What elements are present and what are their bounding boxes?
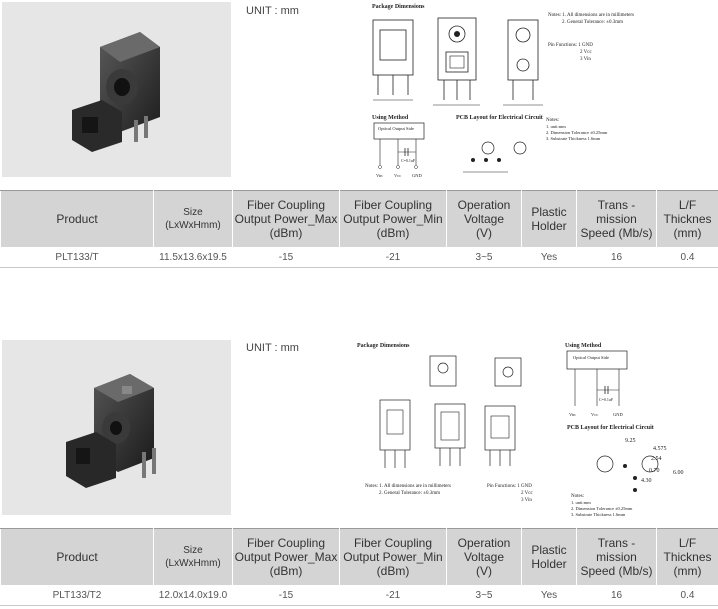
optical-label: Optical Output Side — [573, 355, 609, 360]
package-title: Package Dimensions — [372, 4, 425, 10]
optical-transmitter-image — [72, 32, 160, 152]
cell-speed: 16 — [576, 247, 657, 268]
col-power-max: Fiber Coupling Output Power_Max (dBm) — [232, 190, 340, 248]
pcb-title: PCB Layout for Electrical Circuit — [567, 425, 654, 431]
cell-holder: Yes — [521, 585, 577, 606]
table-row: PLT133/T2 12.0x14.0x19.0 -15 -21 3~5 Yes… — [0, 585, 718, 606]
cell-power-max: -15 — [232, 247, 340, 268]
dim-254: 2.54 — [651, 456, 662, 462]
col-power-max: Fiber Coupling Output Power_Max (dBm) — [232, 528, 340, 586]
col-power-min: Fiber Coupling Output Power_Min (dBm) — [339, 190, 447, 248]
cap-label: C=0.1uF — [401, 158, 416, 163]
col-thickness: L/F Thicknes (mm) — [656, 190, 718, 248]
col-size: Size (LxWxHmm) — [153, 528, 233, 586]
cell-power-min: -21 — [339, 247, 447, 268]
notes-title: Notes: 1. All dimensions are in millimet… — [548, 13, 634, 18]
pcb-note3: 3. Substrate Thickness 1.6mm — [546, 136, 601, 141]
vcc-label: Vcc — [394, 173, 401, 178]
pin-2: 2 Vcc — [580, 50, 592, 55]
col-voltage: Operation Voltage (V) — [446, 528, 522, 586]
pcb-note3: 3. Substrate Thickness 1.6mm — [571, 512, 626, 517]
pin-title: Pin Functions: 1 GND — [487, 484, 532, 489]
col-holder: Plastic Holder — [521, 190, 577, 248]
pcb-notes-title: Notes: — [546, 118, 559, 123]
product-photo-1 — [2, 2, 231, 177]
notes-line2: 2. General Tolerance: ±0.3mm — [379, 491, 440, 496]
cell-power-max: -15 — [232, 585, 340, 606]
product-photo-2 — [2, 340, 231, 515]
cap-label: C=0.1uF — [599, 397, 614, 402]
table-header-row: Product Size (LxWxHmm) Fiber Coupling Ou… — [0, 528, 718, 586]
cell-holder: Yes — [521, 247, 577, 268]
dim-925: 9.25 — [625, 438, 636, 444]
cell-speed: 16 — [576, 585, 657, 606]
cell-voltage: 3~5 — [446, 585, 522, 606]
col-voltage: Operation Voltage (V) — [446, 190, 522, 248]
cell-size: 11.5x13.6x19.5 — [153, 247, 233, 268]
cell-product: PLT133/T — [0, 247, 154, 268]
technical-drawing-2: Package Dimensions Notes: 1. All dimensi… — [355, 338, 715, 528]
pcb-notes-title: Notes: — [571, 494, 584, 499]
vin-label: Vin — [376, 173, 383, 178]
table-row: PLT133/T 11.5x13.6x19.5 -15 -21 3~5 Yes … — [0, 247, 718, 268]
pcb-note2: 2. Dimension Tolerance ±0.25mm — [571, 506, 633, 511]
pcb-note1: 1. unit:mm — [571, 500, 591, 505]
col-product: Product — [0, 528, 154, 586]
package-title: Package Dimensions — [357, 343, 410, 349]
col-product: Product — [0, 190, 154, 248]
optical-transmitter-image — [66, 374, 156, 488]
col-holder: Plastic Holder — [521, 528, 577, 586]
pin-title: Pin Functions: 1 GND — [548, 43, 593, 48]
dim-4575: 4.575 — [653, 446, 667, 452]
using-method-title: Using Method — [565, 343, 602, 349]
cell-thickness: 0.4 — [656, 247, 718, 268]
pcb-note2: 2. Dimension Tolerance ±0.25mm — [546, 130, 608, 135]
pin-2: 2 Vcc — [521, 491, 533, 496]
pcb-note1: 1. unit:mm — [546, 124, 566, 129]
cell-product: PLT133/T2 — [0, 585, 154, 606]
cell-voltage: 3~5 — [446, 247, 522, 268]
spec-table-2: Product Size (LxWxHmm) Fiber Coupling Ou… — [0, 528, 718, 606]
using-method-title: Using Method — [372, 115, 409, 121]
cell-power-min: -21 — [339, 585, 447, 606]
dim-430: 4.30 — [641, 478, 652, 484]
optical-label: Optical Output Side — [378, 126, 414, 131]
dim-070: 0.70 — [649, 468, 660, 474]
cell-thickness: 0.4 — [656, 585, 718, 606]
unit-label-1: UNIT : mm — [246, 5, 299, 17]
vin-label: Vin — [569, 412, 576, 417]
pcb-title: PCB Layout for Electrical Circuit — [456, 115, 543, 121]
col-power-min: Fiber Coupling Output Power_Min (dBm) — [339, 528, 447, 586]
technical-drawing-1: Package Dimensions Notes: 1. All dimensi… — [368, 0, 713, 185]
col-speed: Trans - mission Speed (Mb/s) — [576, 190, 657, 248]
notes-title: Notes: 1. All dimensions are in millimet… — [365, 484, 451, 489]
gnd-label: GND — [412, 173, 422, 178]
col-size: Size (LxWxHmm) — [153, 190, 233, 248]
pin-3: 3 Vin — [580, 57, 591, 62]
col-thickness: L/F Thicknes (mm) — [656, 528, 718, 586]
col-speed: Trans - mission Speed (Mb/s) — [576, 528, 657, 586]
table-header-row: Product Size (LxWxHmm) Fiber Coupling Ou… — [0, 190, 718, 248]
unit-label-2: UNIT : mm — [246, 342, 299, 354]
dim-600: 6.00 — [673, 470, 684, 476]
gnd-label: GND — [613, 412, 623, 417]
vcc-label: Vcc — [591, 412, 598, 417]
spec-table-1: Product Size (LxWxHmm) Fiber Coupling Ou… — [0, 190, 718, 268]
cell-size: 12.0x14.0x19.0 — [153, 585, 233, 606]
notes-line2: 2. General Tolerance: ±0.3mm — [562, 20, 623, 25]
pin-3: 3 Vin — [521, 498, 532, 503]
